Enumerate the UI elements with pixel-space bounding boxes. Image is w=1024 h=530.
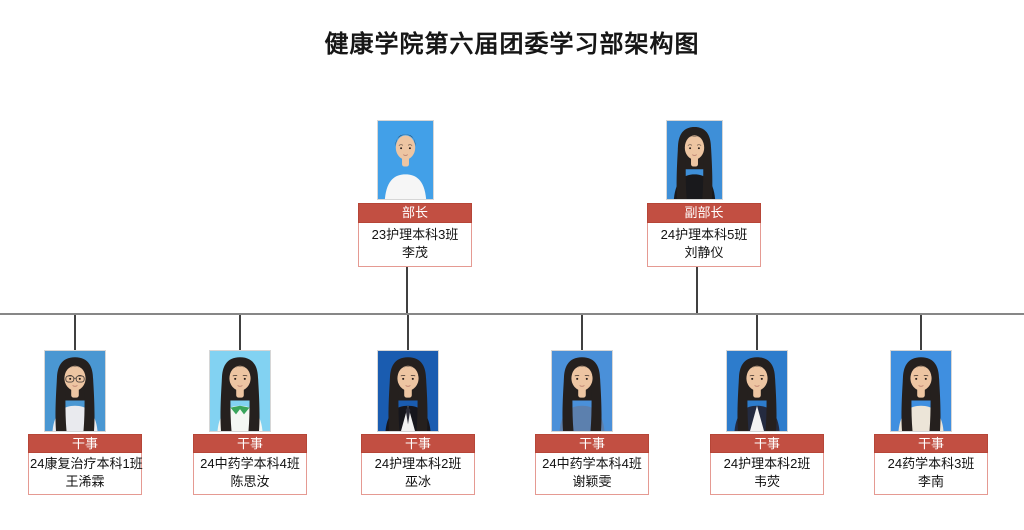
info-box: 24护理本科2班 巫冰 [361, 453, 475, 495]
connector-line-member-4 [581, 315, 583, 350]
portrait-photo-member-2 [209, 350, 271, 432]
class-text: 24护理本科2班 [723, 456, 811, 471]
portrait-photo-head [376, 120, 434, 200]
class-text: 24药学本科3班 [887, 456, 975, 471]
org-node-head: 部长 23护理本科3班 李茂 [358, 120, 472, 267]
role-label: 干事 [193, 434, 307, 453]
name-text: 王浠霖 [65, 474, 105, 489]
class-text: 24康复治疗本科1班 [30, 456, 143, 471]
info-box: 24护理本科5班 刘静仪 [647, 223, 761, 267]
name-text: 刘静仪 [684, 245, 724, 260]
name-text: 李茂 [401, 245, 428, 260]
role-label: 干事 [361, 434, 475, 453]
class-text: 24中药学本科4班 [542, 456, 642, 471]
portrait-photo-member-3 [377, 350, 439, 432]
connector-line-member-5 [756, 315, 758, 350]
name-text: 巫冰 [404, 474, 431, 489]
portrait-photo-member-1 [44, 350, 106, 432]
portrait-photo-deputy [665, 120, 723, 200]
org-node-member-1: 干事 24康复治疗本科1班 王浠霖 [28, 350, 143, 495]
role-label: 副部长 [647, 203, 761, 223]
org-node-member-3: 干事 24护理本科2班 巫冰 [361, 350, 475, 495]
portrait-photo-member-4 [551, 350, 613, 432]
connector-line-member-2 [239, 315, 241, 350]
org-node-member-5: 干事 24护理本科2班 韦荧 [710, 350, 824, 495]
portrait-photo-member-6 [890, 350, 952, 432]
name-text: 谢颖雯 [572, 474, 612, 489]
class-text: 23护理本科3班 [371, 227, 459, 242]
name-text: 李南 [917, 474, 944, 489]
page-title: 健康学院第六届团委学习部架构图 [324, 31, 700, 58]
role-label: 干事 [535, 434, 649, 453]
info-box: 24药学本科3班 李南 [874, 453, 988, 495]
role-label: 干事 [874, 434, 988, 453]
role-label: 部长 [358, 203, 472, 223]
org-node-member-2: 干事 24中药学本科4班 陈思汝 [193, 350, 307, 495]
class-text: 24护理本科2班 [374, 456, 462, 471]
name-text: 韦荧 [753, 474, 780, 489]
name-text: 陈思汝 [230, 474, 270, 489]
info-box: 24护理本科2班 韦荧 [710, 453, 824, 495]
org-node-member-6: 干事 24药学本科3班 李南 [874, 350, 988, 495]
connector-horizontal-line [0, 313, 1024, 315]
class-text: 24中药学本科4班 [200, 456, 300, 471]
connector-line-member-3 [407, 315, 409, 350]
connector-line-head [406, 267, 408, 313]
role-label: 干事 [28, 434, 142, 453]
org-node-deputy-head: 副部长 24护理本科5班 刘静仪 [647, 120, 761, 267]
info-box: 24中药学本科4班 谢颖雯 [535, 453, 649, 495]
info-box: 24康复治疗本科1班 王浠霖 [28, 453, 143, 495]
connector-line-member-1 [74, 315, 76, 350]
portrait-photo-member-5 [726, 350, 788, 432]
connector-line-deputy [696, 267, 698, 313]
info-box: 23护理本科3班 李茂 [358, 223, 472, 267]
info-box: 24中药学本科4班 陈思汝 [193, 453, 307, 495]
class-text: 24护理本科5班 [660, 227, 748, 242]
connector-line-member-6 [920, 315, 922, 350]
role-label: 干事 [710, 434, 824, 453]
org-node-member-4: 干事 24中药学本科4班 谢颖雯 [535, 350, 649, 495]
